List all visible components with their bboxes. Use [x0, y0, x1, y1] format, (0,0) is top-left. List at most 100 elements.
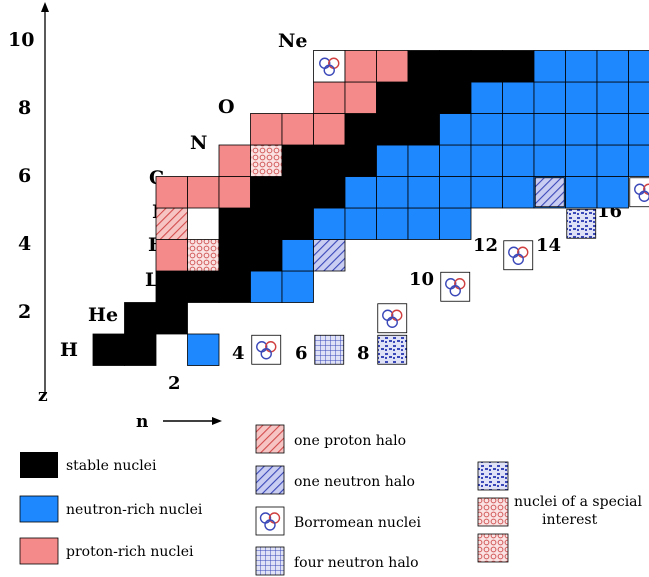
proton-rich-cell: [344, 50, 377, 83]
proton-rich-cell: [344, 81, 377, 114]
neutron-rich-cell: [596, 176, 629, 209]
neutron-rich-cell: [502, 81, 535, 114]
z-tick-6: 6: [18, 165, 31, 187]
legend-one-proton-halo-label: one proton halo: [294, 433, 406, 449]
neutron-rich-cell: [533, 81, 566, 114]
n-tick-12: 12: [473, 235, 498, 256]
stable-cell: [281, 207, 314, 240]
marker-borromean: [503, 240, 534, 271]
neutron-rich-cell: [533, 113, 566, 146]
neutron-rich-cell: [596, 50, 629, 83]
marker-one-neutron-halo: [534, 177, 565, 208]
proton-rich-cell: [187, 176, 220, 209]
neutron-rich-cell: [470, 81, 503, 114]
z-tick-8: 8: [18, 97, 31, 119]
stable-cell: [470, 50, 503, 83]
n-tick-10: 10: [409, 269, 434, 290]
neutron-rich-cell: [281, 239, 314, 272]
neutron-rich-cell: [407, 144, 440, 177]
n-tick-labels: 2 4 6 8 10 12 14 16: [168, 201, 622, 394]
stable-cell: [187, 270, 220, 303]
z-tick-4: 4: [18, 233, 31, 255]
stable-cell: [439, 81, 472, 114]
legend-one-neutron-halo-label: one neutron halo: [294, 474, 415, 490]
stable-cell: [376, 113, 409, 146]
special-markers: [251, 177, 649, 365]
neutron-rich-cell: [344, 207, 377, 240]
z-axis-label: z: [38, 386, 48, 406]
legend-proton-rich: proton-rich nuclei: [19, 537, 194, 565]
marker-borromean: [629, 177, 649, 208]
stable-cell: [502, 50, 535, 83]
marker-borromean: [251, 334, 282, 365]
n-axis-label: n: [136, 412, 148, 432]
special-interest-cell: [187, 239, 220, 272]
neutron-rich-cell: [344, 176, 377, 209]
neutron-rich-cell: [376, 207, 409, 240]
legend-one-proton-halo: one proton halo: [255, 424, 406, 454]
legend-borromean: Borromean nuclei: [255, 506, 422, 536]
legend-neutron-rich-label: neutron-rich nuclei: [66, 502, 203, 518]
neutron-rich-cell: [565, 144, 598, 177]
proton-rich-cell: [281, 113, 314, 146]
neutron-rich-cell: [565, 176, 598, 209]
neutron-rich-cell: [628, 50, 649, 83]
stable-cell: [376, 81, 409, 114]
proton-rich-cell: [313, 113, 346, 146]
stable-cell: [281, 176, 314, 209]
n-tick-8: 8: [357, 343, 370, 364]
legend-proton-rich-label: proton-rich nuclei: [66, 544, 194, 560]
stable-cell: [250, 207, 283, 240]
neutron-rich-cell: [628, 144, 649, 177]
element-label-h: H: [60, 339, 78, 361]
proton-rich-cell: [313, 81, 346, 114]
proton-rich-cell: [250, 113, 283, 146]
stable-cell: [155, 302, 188, 335]
legend-stable-label: stable nuclei: [66, 458, 157, 474]
neutron-rich-cell: [628, 113, 649, 146]
n-tick-4: 4: [232, 343, 245, 364]
neutron-rich-cell: [533, 50, 566, 83]
z-tick-2: 2: [18, 301, 31, 323]
neutron-rich-cell: [376, 144, 409, 177]
marker-borromean: [440, 271, 471, 302]
element-label-he: He: [88, 304, 118, 326]
stable-cell: [218, 270, 251, 303]
legend-borromean-label: Borromean nuclei: [294, 515, 422, 531]
neutron-rich-cell: [439, 207, 472, 240]
stable-cell: [313, 176, 346, 209]
z-tick-10: 10: [8, 29, 34, 51]
neutron-rich-cell: [565, 113, 598, 146]
neutron-rich-cell: [281, 270, 314, 303]
proton-rich-cell: [218, 176, 251, 209]
legend-one-neutron-halo: one neutron halo: [255, 465, 415, 495]
n-tick-2: 2: [168, 373, 181, 394]
neutron-rich-cell: [439, 113, 472, 146]
stable-cell: [407, 81, 440, 114]
stable-cell: [250, 239, 283, 272]
neutron-rich-cell: [502, 113, 535, 146]
stable-cell: [344, 144, 377, 177]
legend-stable: stable nuclei: [20, 452, 157, 478]
stable-cell: [124, 302, 157, 335]
neutron-rich-cell: [250, 270, 283, 303]
n-tick-6: 6: [295, 343, 308, 364]
proton-rich-cell: [155, 176, 188, 209]
legend-neutron-rich: neutron-rich nuclei: [19, 495, 203, 523]
legend: stable nuclei neutron-rich nuclei proton…: [19, 424, 643, 576]
stable-cell: [250, 176, 283, 209]
neutron-rich-cell: [313, 207, 346, 240]
n-axis-arrow: [163, 417, 222, 425]
neutron-rich-cell: [407, 176, 440, 209]
neutron-rich-cell: [596, 113, 629, 146]
neutron-rich-cell: [470, 176, 503, 209]
neutron-rich-cell: [596, 81, 629, 114]
proton-rich-cell: [376, 50, 409, 83]
proton-rich-cell: [155, 239, 188, 272]
neutron-rich-cell: [596, 144, 629, 177]
marker-borromean: [377, 303, 408, 334]
marker-special-interest-blue: [377, 334, 408, 365]
nuclide-grid: [92, 50, 649, 366]
neutron-rich-cell: [439, 176, 472, 209]
